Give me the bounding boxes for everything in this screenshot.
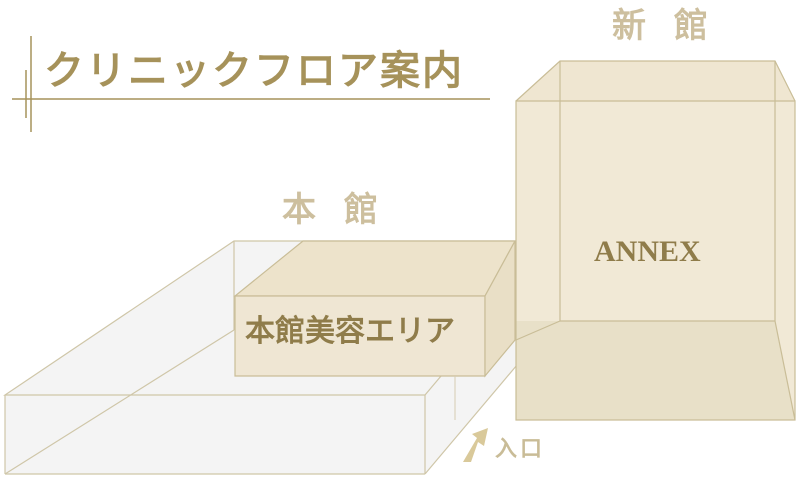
beauty-area-block	[233, 240, 517, 420]
title-decoration	[12, 36, 490, 132]
annex-label: ANNEX	[594, 235, 701, 268]
page-title: クリニックフロア案内	[44, 47, 464, 94]
beauty-area-label: 本館美容エリア	[245, 314, 455, 349]
entrance-label: 入口	[495, 436, 546, 462]
new-building-label: 新 館	[612, 6, 716, 46]
entrance-arrow-icon	[463, 428, 488, 462]
main-building-label: 本 館	[282, 190, 386, 230]
annex-building	[515, 60, 796, 421]
